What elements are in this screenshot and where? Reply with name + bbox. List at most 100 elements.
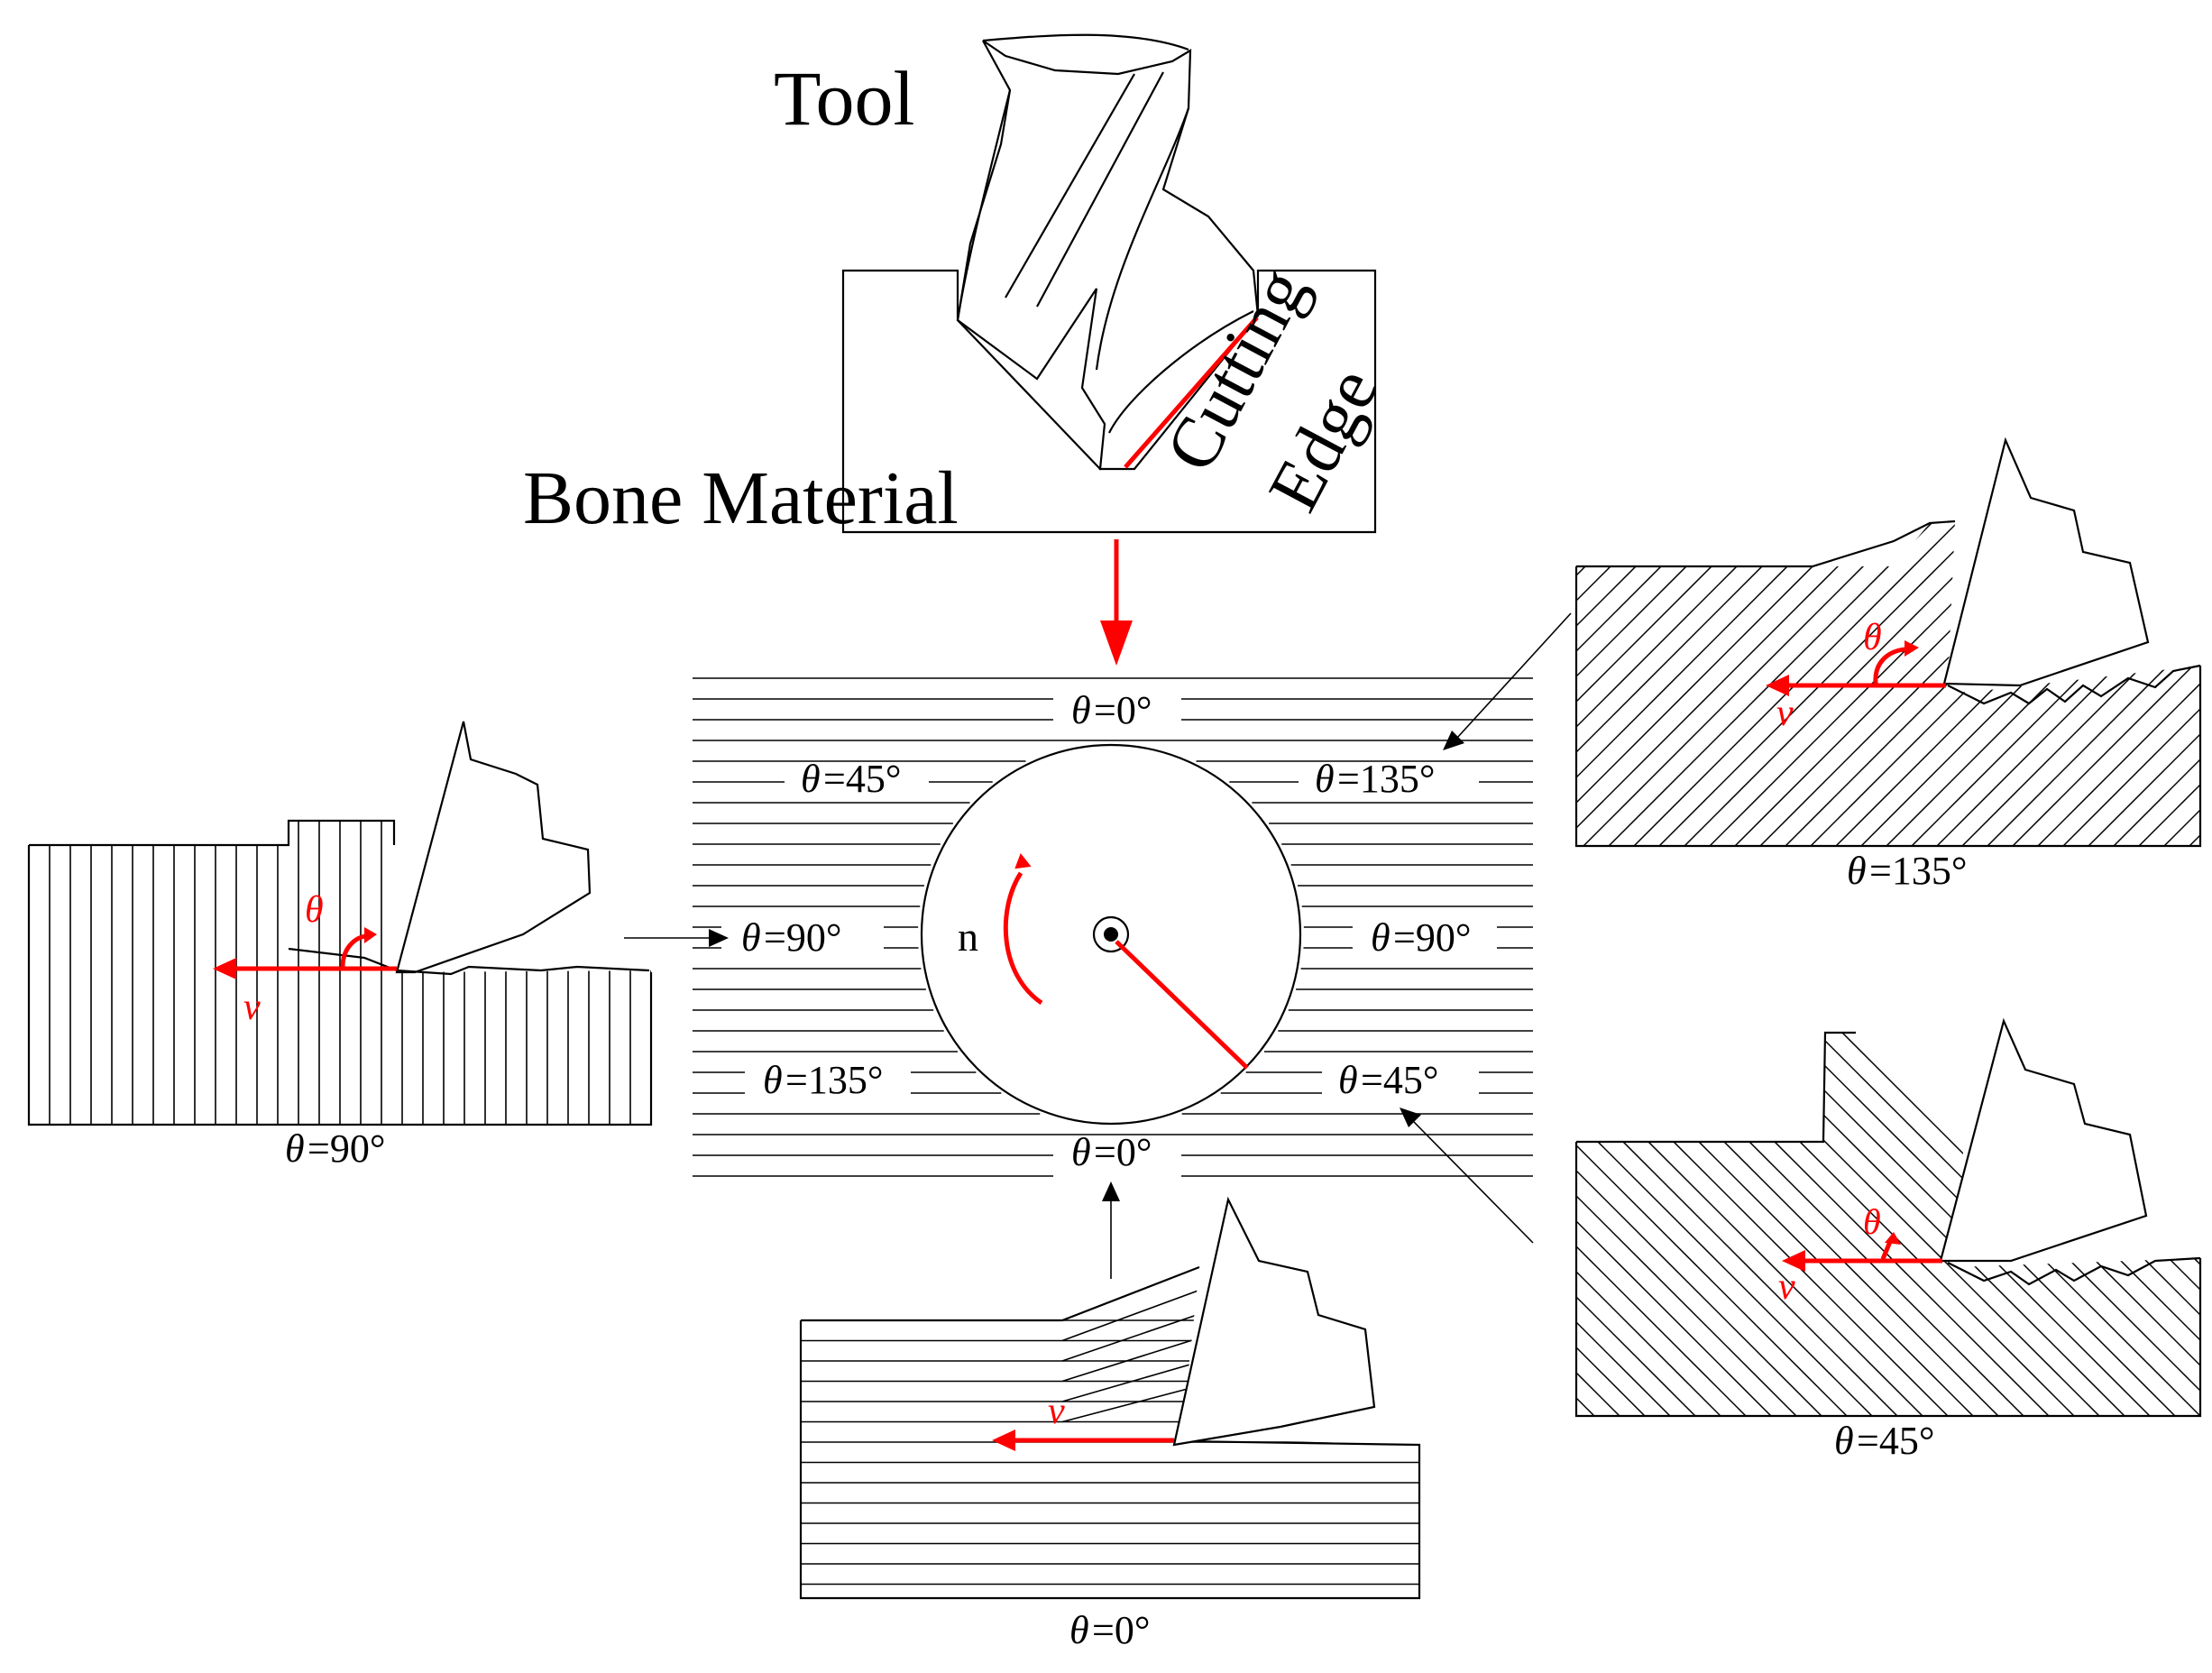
fibre-line-diagonal (1576, 1033, 1671, 1416)
velocity-label-0: v (1048, 1391, 1065, 1432)
cutting-edge-line (1124, 316, 1259, 469)
drill-flute-line-1 (982, 33, 1189, 51)
theta-label-135: θ (1863, 617, 1882, 658)
bone-material-block (841, 269, 1377, 534)
ring-labels: θ=0° θ=45° θ=135° θ=90° θ=90° θ=135° θ=4… (741, 688, 1471, 1174)
theta-symbol: θ (285, 1126, 305, 1171)
theta-symbol: θ (1069, 1608, 1089, 1652)
theta-label-45: θ (1863, 1201, 1881, 1242)
caption-45-text: =45° (1857, 1419, 1934, 1463)
fibre-line-diagonal (2207, 1019, 2212, 1416)
caption-0: θ=0° (1069, 1608, 1150, 1652)
theta-symbol: θ (1371, 915, 1391, 960)
theta-symbol: θ (741, 915, 761, 960)
fibre-line-diagonal (1576, 1033, 1898, 1416)
spindle-outer (1092, 915, 1130, 953)
chip-layer-line (1061, 1289, 1200, 1342)
bone-layers (693, 677, 1533, 1177)
velocity-label-45: v (1778, 1266, 1795, 1308)
fibre-line-diagonal (2037, 521, 2200, 846)
arrow-90 (624, 929, 729, 947)
ring-label-bottom: θ=0° (1071, 1130, 1152, 1174)
arrow-0 (1102, 1181, 1120, 1279)
ring-label-lower-right: θ=45° (1338, 1058, 1438, 1102)
fibre-line-diagonal (1576, 1033, 1797, 1416)
chip-layer-line (1061, 1313, 1200, 1362)
arrow-135 (1443, 612, 1572, 750)
drill-flute-line-4 (1036, 71, 1164, 308)
caption-90-text: =90° (307, 1126, 385, 1171)
caption-45: θ=45° (1834, 1419, 1934, 1463)
tool-45 (1939, 1017, 2148, 1263)
fibre-line-diagonal (1576, 1033, 1747, 1416)
fibre-line-diagonal (2062, 521, 2200, 846)
tool-90 (395, 721, 592, 974)
theta-symbol: θ (1338, 1058, 1358, 1102)
ring-label-lower-right-text: =45° (1361, 1058, 1438, 1102)
ring-label-top: θ=0° (1071, 688, 1152, 732)
ring-label-upper-right-text: =135° (1337, 757, 1435, 801)
down-arrow (1100, 539, 1133, 666)
drill-flute-line-6 (1108, 310, 1254, 434)
drill-flute-line-2 (956, 89, 1012, 321)
rotation-arrow (1003, 871, 1043, 1006)
fibre-line-diagonal (1576, 1033, 1646, 1416)
velocity-label-90: v (243, 987, 261, 1028)
ring-label-mid-left: θ=90° (741, 915, 841, 960)
theta-symbol: θ (1834, 1419, 1854, 1463)
fibre-line-diagonal (1576, 521, 1617, 846)
ring-label-top-text: =0° (1094, 688, 1152, 732)
caption-90: θ=90° (285, 1126, 385, 1171)
ring-label-upper-left: θ=45° (801, 757, 901, 801)
tool-0 (1172, 1196, 1376, 1447)
fibre-line-diagonal (1576, 1033, 1772, 1416)
theta-symbol: θ (1071, 1130, 1091, 1174)
fibre-line-diagonal (2138, 521, 2200, 846)
ring-label-upper-right: θ=135° (1315, 757, 1435, 801)
theta-symbol: θ (1847, 849, 1867, 893)
panel-90: θ v θ=90° (27, 721, 653, 1171)
ring-label-mid-right: θ=90° (1371, 915, 1471, 960)
theta-symbol: θ (1315, 757, 1335, 801)
chip-layer-line (1061, 1337, 1200, 1383)
caption-0-text: =0° (1092, 1608, 1150, 1652)
ring-label-upper-left-text: =45° (823, 757, 901, 801)
drill-flute-line-5 (1095, 107, 1190, 371)
fibre-line-diagonal (2113, 521, 2200, 846)
fibre-line-diagonal (2088, 521, 2200, 846)
tool-135 (1942, 437, 2150, 687)
fibre-line-diagonal (1576, 1033, 1696, 1416)
fibre-line-diagonal (1576, 1033, 1822, 1416)
chip-layer-line (1061, 1361, 1200, 1402)
fibre-line-diagonal (2163, 521, 2200, 846)
panel-0: v θ=0° (799, 1196, 1421, 1652)
ring-label-lower-left-text: =135° (785, 1058, 883, 1102)
fibre-line-diagonal (1576, 1033, 1848, 1416)
ring-label-mid-left-text: =90° (764, 915, 841, 960)
bone-material-label: Bone Material (523, 456, 959, 540)
fibre-line-diagonal (2181, 1033, 2200, 1416)
fibre-line-diagonal (1576, 1033, 1721, 1416)
velocity-label-135: v (1776, 693, 1794, 734)
rotating-disc: n (920, 743, 1302, 1126)
theta-label-90: θ (305, 889, 324, 931)
ring-label-lower-left: θ=135° (763, 1058, 883, 1102)
disc-radius-line (1115, 940, 1249, 1070)
fibre-line-diagonal (1633, 521, 1996, 846)
drill-flute-line-3 (1005, 73, 1135, 299)
tool-label: Tool (774, 55, 914, 142)
spindle-center (1104, 927, 1118, 942)
theta-symbol: θ (763, 1058, 783, 1102)
spindle-label: n (958, 914, 978, 960)
tool-in-bone-figure: Tool Bone Material Cutting Edge (523, 33, 1393, 540)
arrow-45 (1400, 1108, 1534, 1244)
fibre-line-diagonal (1576, 1033, 1873, 1416)
ring-label-mid-right-text: =90° (1393, 915, 1471, 960)
theta-symbol: θ (801, 757, 821, 801)
caption-135-text: =135° (1869, 849, 1967, 893)
caption-135: θ=135° (1847, 849, 1967, 893)
ring-label-bottom-text: =0° (1094, 1130, 1152, 1174)
chip-layer-line (1061, 1384, 1200, 1423)
